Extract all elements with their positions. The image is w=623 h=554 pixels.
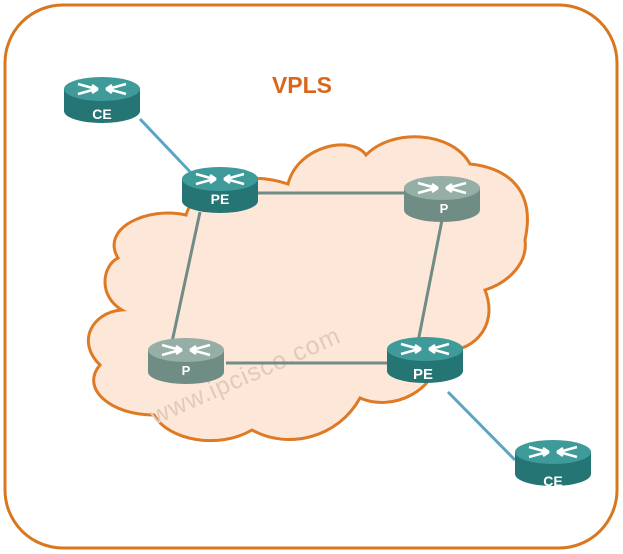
router-top (182, 167, 258, 191)
router-top (148, 338, 224, 362)
router-ce-top[interactable]: CE (64, 77, 140, 123)
router-icon (417, 181, 467, 195)
router-p-left[interactable]: P (148, 338, 224, 384)
router-icon (400, 342, 450, 356)
router-label: CE (543, 473, 562, 489)
link-ce-top-pe-left (138, 117, 198, 180)
router-label: P (182, 363, 191, 378)
router-label: PE (211, 191, 230, 207)
router-top (64, 77, 140, 101)
router-icon (528, 445, 578, 459)
router-top (387, 337, 463, 361)
router-top (515, 440, 591, 464)
router-p-right[interactable]: P (404, 176, 480, 222)
router-icon (77, 82, 127, 96)
router-ce-bottom[interactable]: CE (515, 440, 591, 489)
link-pe-left-p-left (170, 211, 202, 343)
router-label: CE (92, 106, 111, 122)
link-pe-right-ce-bottom (446, 390, 517, 462)
router-icon (195, 172, 245, 186)
router-label: PE (413, 366, 433, 383)
router-top (404, 176, 480, 200)
router-icon (161, 343, 211, 357)
router-pe-left[interactable]: PE (182, 167, 258, 213)
diagram-title: VPLS (272, 72, 332, 98)
router-pe-right[interactable]: PE (387, 337, 463, 383)
router-label: P (440, 201, 449, 216)
link-p-right-pe-right (416, 219, 444, 343)
